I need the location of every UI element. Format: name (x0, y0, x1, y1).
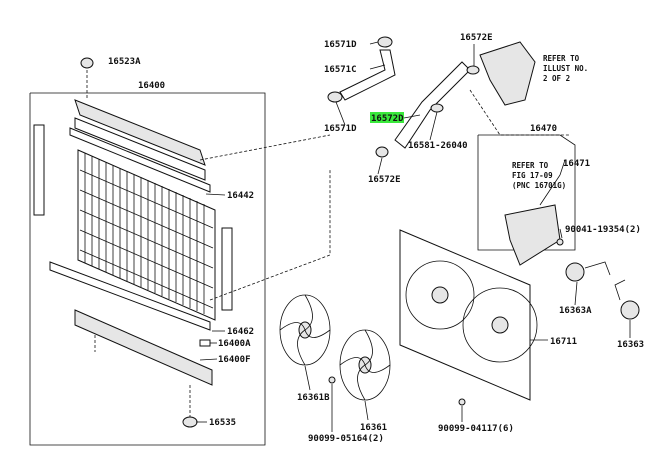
label-16572e-top[interactable]: 16572E (460, 33, 493, 43)
bolt-90041 (556, 238, 564, 246)
upper-hose (339, 49, 396, 101)
label-16462[interactable]: 16462 (227, 327, 254, 337)
label-16363[interactable]: 16363 (617, 340, 644, 350)
hose-group (327, 36, 570, 158)
hose-clamp-top (377, 36, 393, 48)
highlight-16572d (370, 112, 404, 123)
label-16572e-bottom[interactable]: 16572E (368, 175, 401, 185)
drain-cock (199, 339, 211, 347)
label-16470[interactable]: 16470 (530, 124, 557, 134)
hose-clip-16581 (430, 103, 444, 113)
fig-note-line1: REFER TO (512, 161, 549, 170)
label-16361b[interactable]: 16361B (297, 393, 330, 403)
lower-tank (74, 309, 213, 386)
label-16400[interactable]: 16400 (138, 81, 165, 91)
label-90041[interactable]: 90041-19354(2) (565, 225, 641, 235)
fan-16361b (279, 294, 331, 366)
refer-note-line2: ILLUST NO. (543, 64, 588, 73)
fan-shroud (399, 229, 538, 401)
side-seal-right (221, 227, 233, 311)
label-16400f[interactable]: 16400F (218, 355, 251, 365)
radiator-assembly (29, 57, 331, 446)
label-90099-04117[interactable]: 90099-04117(6) (438, 424, 514, 434)
label-16523a[interactable]: 16523A (108, 57, 141, 67)
bolt-90099-04117 (458, 398, 466, 406)
radiator-cap (80, 57, 94, 69)
upper-tank (74, 99, 206, 166)
radiator-core-fins (79, 153, 214, 314)
label-16363a[interactable]: 16363A (559, 306, 592, 316)
fan-motor-16363a (565, 261, 611, 282)
bolt-90099-05164 (328, 376, 336, 384)
label-16581[interactable]: 16581-26040 (408, 141, 468, 151)
label-16535[interactable]: 16535 (209, 418, 236, 428)
hose-clamp-lower (327, 91, 343, 103)
fig-note-line2: FIG 17-09 (512, 171, 553, 180)
refer-note-line1: REFER TO (543, 54, 580, 63)
label-16571c[interactable]: 16571C (324, 65, 357, 75)
label-16572d[interactable]: 16572D (371, 114, 404, 124)
water-outlet (479, 41, 536, 106)
label-16400a[interactable]: 16400A (218, 339, 251, 349)
fan-motor-16363 (614, 279, 640, 320)
hose-clamp-16572e (375, 146, 389, 158)
drain-plug (182, 416, 198, 428)
side-seal-left (33, 124, 45, 216)
label-16471[interactable]: 16471 (563, 159, 590, 169)
fan-16361 (339, 329, 391, 401)
hose-clamp-16572e-top (466, 65, 480, 75)
upper-seal (69, 127, 211, 193)
lower-seal (49, 261, 211, 331)
label-90099-05164[interactable]: 90099-05164(2) (308, 434, 384, 444)
reservoir-group (477, 134, 576, 266)
label-16571d-lower[interactable]: 16571D (324, 124, 357, 134)
label-16571d[interactable]: 16571D (324, 40, 357, 50)
label-16361[interactable]: 16361 (360, 423, 387, 433)
label-16711[interactable]: 16711 (550, 337, 577, 347)
refer-note-line3: 2 OF 2 (543, 74, 570, 83)
label-16442[interactable]: 16442 (227, 191, 254, 201)
fig-note-line3: (PNC 16701G) (512, 181, 566, 190)
reservoir-tank (504, 204, 561, 266)
